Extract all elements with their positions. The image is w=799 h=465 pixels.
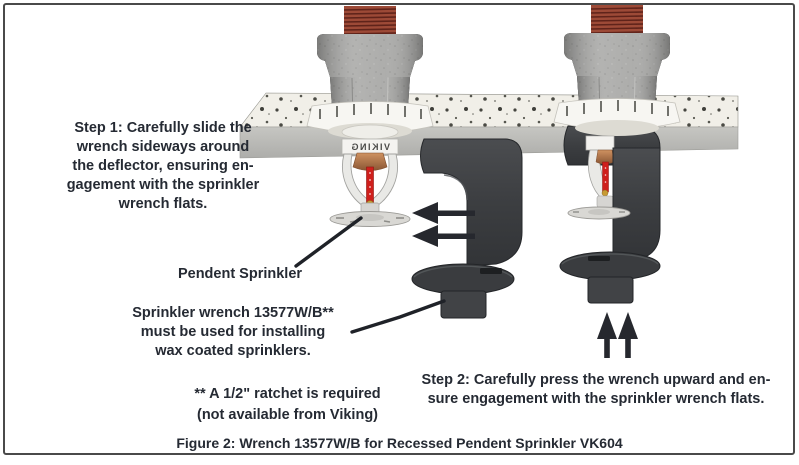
step2-line: Step 2: Carefully press the wrench upwar… [421,372,771,388]
pendent-sprinkler-engaged [585,135,615,208]
wrench-body [420,138,523,267]
pendent-sprinkler: VIKING [329,138,411,227]
wrench-ratchet-socket [440,290,487,319]
up-arrow-icon [618,312,638,358]
wrench-note-leader-line [350,299,446,334]
wrench-13577-right [559,147,661,304]
wrench-note-line: must be used for installing [140,324,326,340]
sprinkler-deflector [329,211,411,227]
ratchet-footnote-line: ** A 1/2" ratchet is required [194,386,381,402]
right-pipe-threads [590,5,644,35]
press-up-arrows [597,312,638,358]
sprinkler-frame-arms [342,153,398,209]
ratchet-footnote-line: (not available from Viking) [196,407,379,423]
wrench-note: Sprinkler wrench 13577W/B** must be used… [95,304,371,361]
left-arrow-icon [412,225,475,247]
left-escutcheon [306,101,434,140]
step1-line: wrench sideways around [76,139,250,155]
wrench-13577-left [411,138,523,319]
viking-brand-text: VIKING [350,142,390,152]
wrench-note-line: wax coated sprinklers. [155,343,311,359]
step1-line: Step 1: Carefully slide the [74,120,252,136]
figure-caption: Figure 2: Wrench 13577W/B for Recessed P… [176,435,623,451]
viking-label-band: VIKING [341,138,399,155]
slide-left-arrows [412,202,475,247]
pendent-sprinkler-label: Pendent Sprinkler [177,266,303,282]
left-pipe-threads [343,6,397,37]
wrench-ratchet-socket-right [587,276,634,304]
step1-line: wrench flats. [118,196,208,212]
step2-line: sure engagement with the sprinkler wrenc… [427,391,765,407]
step1-line: the deflector, ensuring en- [72,158,254,174]
left-arrow-icon [412,202,475,224]
step1-instruction: Step 1: Carefully slide the wrench sidew… [30,119,296,214]
sprinkler-deflector-engaged [567,206,631,220]
wrench-base-disc-right [559,251,661,281]
ratchet-footnote: ** A 1/2" ratchet is required (not avail… [160,384,415,426]
up-arrow-icon [597,312,617,358]
right-escutcheon [553,98,681,136]
wrench-bar-right [612,147,661,263]
step1-line: gagement with the sprinkler [66,177,260,193]
step2-instruction: Step 2: Carefully press the wrench upwar… [400,371,792,409]
pendent-leader-line [294,216,363,268]
wrench-note-line: Sprinkler wrench 13577W/B** [132,305,334,321]
